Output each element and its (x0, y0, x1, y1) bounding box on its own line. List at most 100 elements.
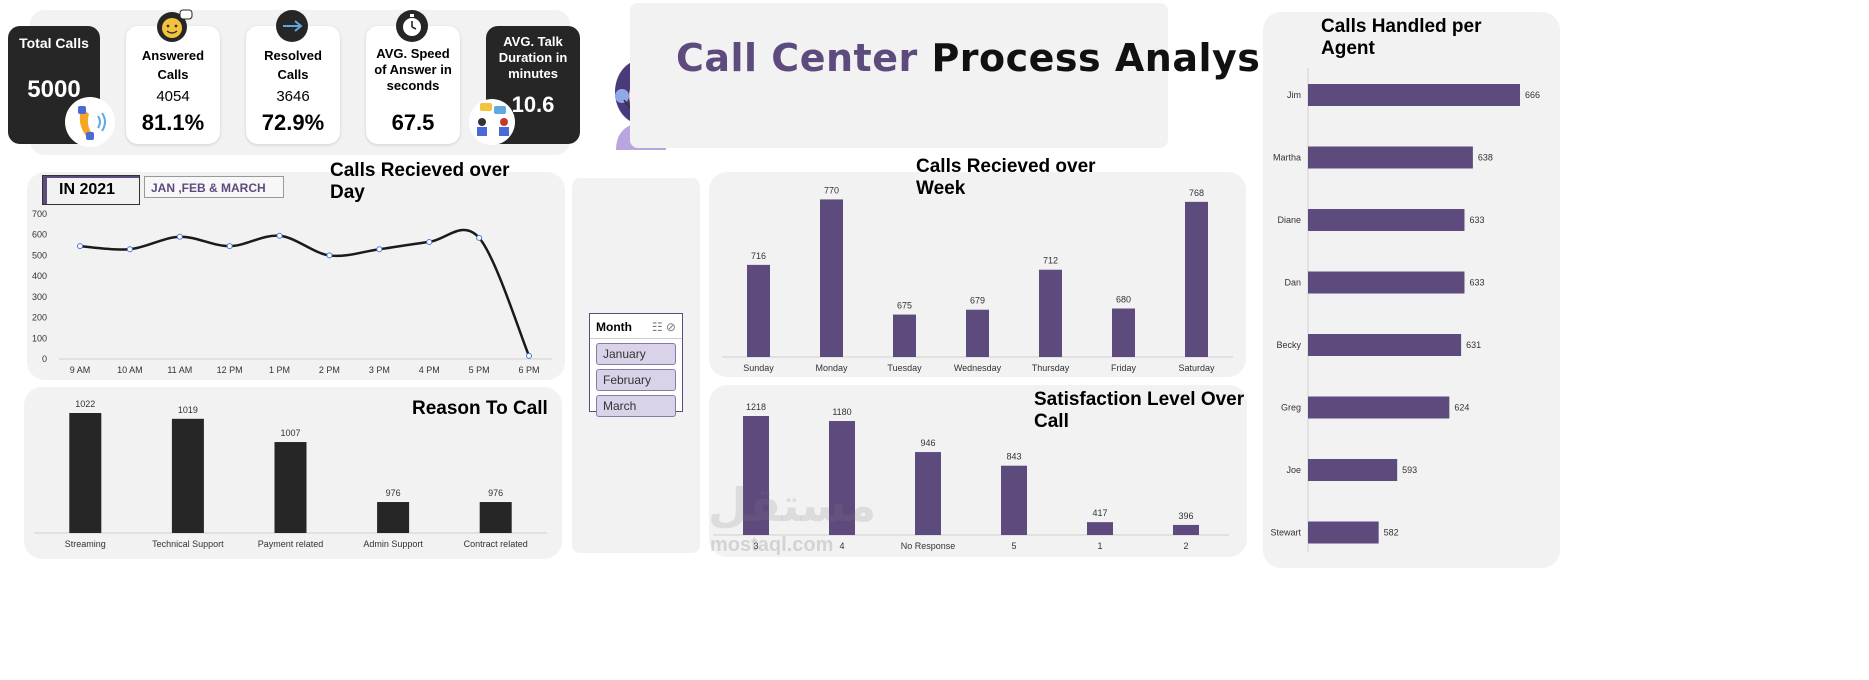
data-label: 633 (1469, 215, 1484, 225)
x-tick-label: 2 PM (319, 365, 340, 375)
data-point (176, 233, 183, 240)
kpi-value: 5000 (27, 76, 81, 103)
x-tick-label: 1 (1097, 541, 1102, 551)
y-tick-label: 700 (32, 209, 47, 219)
kpi-resolved-calls: Resolved Calls 3646 72.9% (246, 26, 340, 144)
x-tick-label: 11 AM (167, 365, 192, 375)
x-tick-label: Wednesday (954, 363, 1002, 373)
bar (69, 413, 102, 533)
slicer-multiselect-icon[interactable]: ☷ ⊘ (651, 320, 676, 334)
kpi-label: AVG. Talk Duration in minutes (498, 34, 568, 81)
bar (829, 421, 855, 535)
x-tick-label: 10 AM (117, 365, 143, 375)
kpi-speed-of-answer: AVG. Speed of Answer in seconds 67.5 (366, 26, 460, 144)
month-slicer[interactable]: Month ☷ ⊘ January February March (589, 313, 683, 417)
y-tick-label: Greg (1281, 403, 1301, 413)
year-filter-label: IN 2021 (47, 178, 139, 204)
data-label: 666 (1525, 90, 1540, 100)
bar (1112, 308, 1135, 357)
x-tick-label: No Response (901, 541, 956, 551)
smile-face-icon (157, 9, 193, 42)
x-tick-label: 1 PM (269, 365, 290, 375)
data-label: 593 (1402, 465, 1417, 475)
data-label: 770 (824, 185, 839, 195)
slicer-item-february[interactable]: February (596, 369, 676, 391)
data-label: 631 (1466, 340, 1481, 350)
title-panel (630, 3, 1168, 148)
x-tick-label: Saturday (1178, 363, 1215, 373)
data-label: 679 (970, 296, 985, 306)
day-chart-panel (27, 172, 565, 380)
bar (479, 502, 512, 533)
bar (1308, 459, 1398, 481)
data-point (276, 232, 283, 239)
day-chart-title: Calls Recieved over Day (330, 160, 510, 203)
watermark-latin: mostaql.com (710, 534, 834, 556)
bar (820, 199, 843, 357)
x-tick-label: 3 (753, 541, 758, 551)
satisfaction-chart-panel (709, 385, 1247, 557)
x-tick-label: 4 (839, 541, 844, 551)
x-tick-label: 5 PM (469, 365, 490, 375)
x-tick-label: Thursday (1032, 363, 1070, 373)
data-label: 396 (1178, 511, 1193, 521)
series-line (79, 228, 531, 357)
bar (1173, 524, 1199, 535)
months-filter-box: JAN ,FEB & MARCH (144, 176, 284, 198)
agent-bar-chart: 666Jim638Martha633Diane633Dan631Becky624… (1270, 68, 1540, 552)
page-title: Call Center Process Analysis (676, 36, 1297, 80)
data-label: 680 (1116, 295, 1131, 305)
data-label: 633 (1469, 278, 1484, 288)
bar (171, 418, 204, 533)
data-point (376, 246, 383, 253)
y-tick-label: 0 (42, 354, 47, 364)
slicer-title: Month (596, 320, 632, 334)
year-filter-box: IN 2021 (42, 175, 140, 205)
y-tick-label: Becky (1276, 340, 1301, 350)
data-label: 1218 (746, 402, 766, 412)
slicer-item-january[interactable]: January (596, 343, 676, 365)
data-label: 843 (1006, 452, 1021, 462)
x-tick-label: Admin Support (363, 539, 423, 549)
bar (1308, 271, 1465, 294)
kpi-value: 81.1% (141, 110, 205, 135)
title-part2: Process Analysis (931, 36, 1298, 80)
y-tick-label: Jim (1287, 90, 1301, 100)
data-label: 1007 (280, 428, 300, 438)
x-tick-label: Streaming (65, 539, 106, 549)
x-tick-label: Contract related (464, 539, 528, 549)
slicer-item-march[interactable]: March (596, 395, 676, 417)
data-point (77, 243, 83, 250)
y-tick-label: 300 (32, 292, 47, 302)
y-tick-label: 500 (32, 250, 47, 260)
data-point (476, 234, 483, 241)
x-tick-label: 6 PM (518, 365, 539, 375)
y-tick-label: 600 (32, 230, 47, 240)
y-tick-label: Diane (1277, 215, 1301, 225)
kpi-value: 10.6 (511, 92, 555, 117)
agent-chart-title: Calls Handled per Agent (1321, 16, 1482, 59)
bar (1308, 396, 1450, 419)
satisfaction-chart-title: Satisfaction Level Over Call (1034, 389, 1245, 432)
x-tick-label: Payment related (258, 539, 324, 549)
kpi-label: Total Calls (19, 35, 89, 51)
resolve-arrows-icon (276, 10, 308, 42)
data-label: 1180 (832, 407, 851, 417)
bar (1308, 334, 1462, 356)
data-label: 946 (920, 438, 935, 448)
x-tick-label: Tuesday (887, 363, 922, 373)
y-tick-label: Joe (1286, 465, 1301, 475)
bar (915, 452, 941, 535)
bar (1308, 521, 1379, 544)
bar (1039, 269, 1062, 357)
phone-icon (65, 97, 115, 147)
y-tick-label: 100 (32, 333, 47, 343)
x-tick-label: Technical Support (152, 539, 224, 549)
kpi-answered-calls: Answered Calls 4054 81.1% (126, 26, 220, 144)
meeting-icon (469, 99, 515, 145)
data-point (326, 252, 333, 259)
data-label: 1019 (178, 405, 198, 415)
data-point (126, 246, 133, 253)
